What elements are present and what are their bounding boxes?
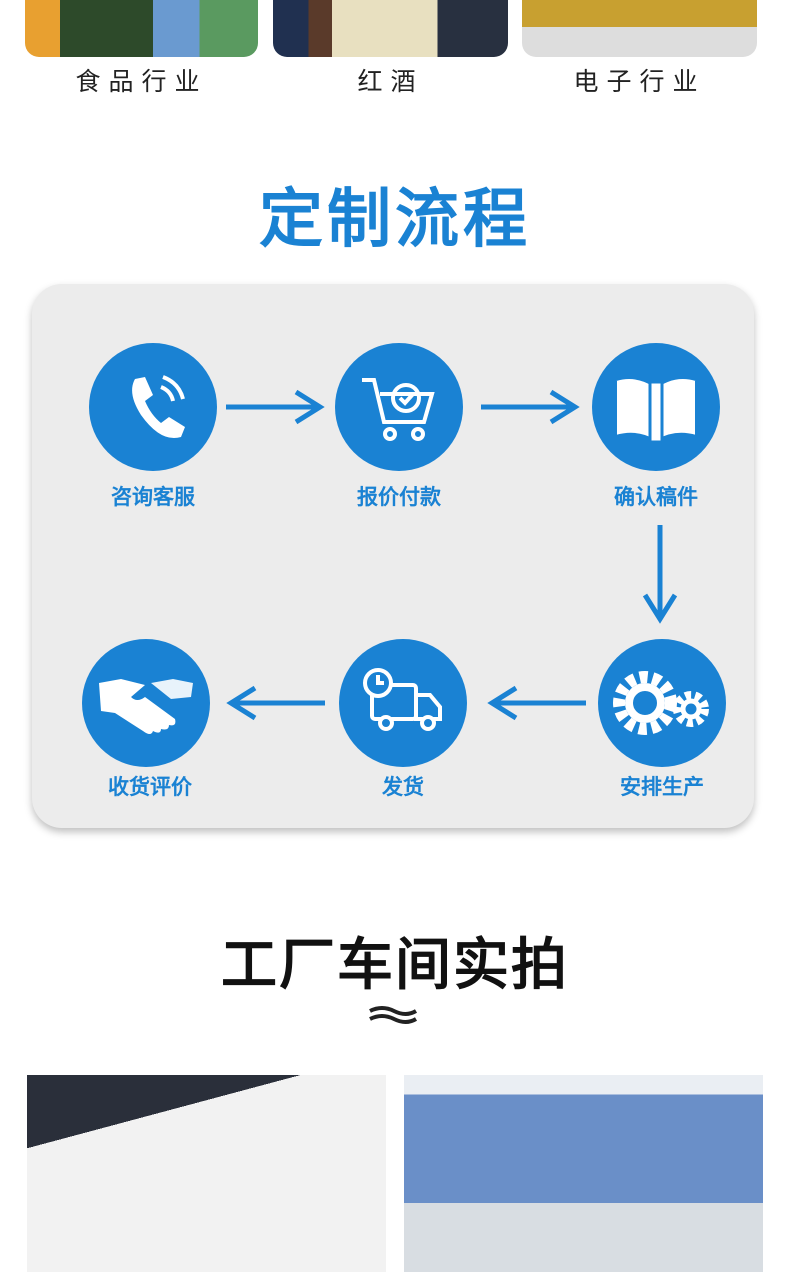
step-consult — [89, 343, 217, 471]
industry-label: 食品行业 — [75, 67, 208, 96]
food-industry-image — [25, 0, 258, 57]
arrow-right-icon — [481, 389, 580, 425]
step-confirm — [592, 343, 720, 471]
factory-office-photo — [27, 1075, 386, 1272]
factory-workshop-photo — [404, 1075, 763, 1272]
truck-icon — [363, 668, 442, 731]
industry-label: 电子行业 — [573, 67, 706, 96]
step-label: 安排生产 — [620, 775, 704, 799]
electronics-image — [522, 0, 757, 57]
step-label: 收货评价 — [108, 775, 192, 799]
step-review — [82, 639, 210, 767]
arrow-left-icon — [487, 685, 586, 721]
arrow-left-icon — [226, 685, 325, 721]
book-icon — [615, 377, 697, 444]
factory-title: 工厂车间实拍 — [221, 933, 569, 998]
gears-icon — [613, 671, 709, 735]
step-production — [598, 639, 726, 767]
handshake-icon — [99, 679, 193, 734]
phone-icon — [132, 375, 185, 439]
wine-image — [273, 0, 508, 57]
arrow-right-icon — [226, 389, 325, 425]
step-label: 报价付款 — [357, 485, 441, 509]
wave-divider-icon — [369, 1006, 418, 1024]
cart-icon — [362, 378, 435, 441]
arrow-down-icon — [642, 525, 678, 624]
industry-label: 红酒 — [357, 67, 424, 96]
step-label: 发货 — [382, 775, 424, 799]
flow-arrows — [226, 389, 678, 721]
step-ship — [339, 639, 467, 767]
step-quote — [335, 343, 463, 471]
step-label: 咨询客服 — [111, 485, 195, 509]
step-label: 确认稿件 — [614, 485, 698, 509]
process-title: 定制流程 — [259, 183, 531, 257]
